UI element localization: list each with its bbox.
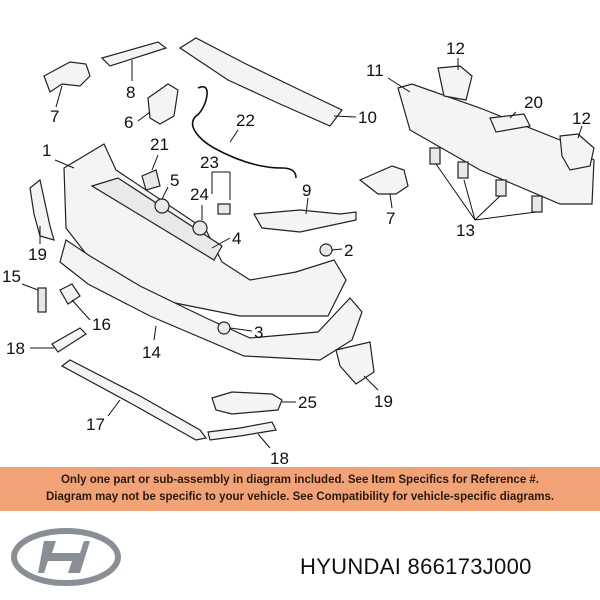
callout-7-right: 7 (386, 209, 395, 228)
callout-22: 22 (236, 111, 255, 130)
part-5-sensor (154, 198, 170, 214)
callout-16: 16 (92, 315, 111, 334)
callout-5: 5 (170, 171, 179, 190)
part-caption: HYUNDAI 866173J000 (300, 554, 532, 580)
callout-15: 15 (2, 267, 21, 286)
part-4-step-plate (90, 177, 223, 261)
callout-1: 1 (42, 141, 51, 160)
part-18-strip-left (51, 327, 87, 353)
disclaimer-line-1: Only one part or sub-assembly in diagram… (60, 474, 540, 486)
part-number: 866173J000 (407, 554, 532, 579)
brand-name: HYUNDAI (300, 554, 402, 579)
part-8-bracket (100, 41, 168, 67)
part-22-harness (191, 85, 297, 179)
part-24-sensor (192, 220, 208, 236)
part-9-reinforcement (253, 209, 357, 233)
part-13-clip (495, 179, 507, 197)
callout-6: 6 (124, 113, 133, 132)
hyundai-logo (11, 528, 121, 586)
callout-7-left: 7 (50, 107, 59, 126)
callout-19-right: 19 (374, 392, 393, 411)
part-3-screw (217, 321, 231, 335)
part-7-bracket-left (43, 61, 91, 93)
part-25-reflector (211, 391, 283, 415)
callout-numbers: 1 2 3 4 5 6 7 7 8 9 10 11 12 12 13 14 15… (2, 39, 591, 465)
callout-23: 23 (200, 153, 219, 172)
bumper-parts-diagram: 1 2 3 4 5 6 7 7 8 9 10 11 12 12 13 14 15… (2, 37, 595, 465)
part-13-clip (457, 161, 469, 179)
part-10-absorber (178, 37, 343, 127)
part-12-bracket-top (437, 65, 473, 101)
callout-13: 13 (456, 221, 475, 240)
disclaimer-banner: Only one part or sub-assembly in diagram… (0, 467, 600, 511)
part-19-flap-right (335, 341, 375, 385)
callout-24: 24 (190, 185, 209, 204)
part-2-screw (319, 243, 333, 257)
callout-18-left: 18 (6, 339, 25, 358)
part-17-lower-strip (60, 359, 208, 441)
part-15-bolt (37, 287, 47, 313)
part-16-plate (59, 283, 81, 305)
callout-11: 11 (366, 61, 384, 80)
callout-18-right: 18 (270, 449, 289, 465)
callout-20: 20 (524, 93, 543, 112)
part-12-bracket-right (559, 133, 595, 171)
callout-8: 8 (126, 83, 135, 102)
callout-2: 2 (344, 241, 353, 260)
callout-21: 21 (150, 135, 169, 154)
leader-lines (21, 58, 583, 449)
part-13-clip (531, 195, 543, 213)
callout-12-right: 12 (572, 109, 591, 128)
callout-9: 9 (302, 181, 311, 200)
callout-25: 25 (298, 393, 317, 412)
callout-19-left: 19 (28, 245, 47, 264)
callout-12-top: 12 (446, 39, 465, 58)
part-18-strip-right (207, 421, 277, 441)
part-6-bracket (147, 83, 179, 125)
callout-14: 14 (142, 343, 161, 362)
part-13-clip (429, 147, 441, 165)
part-23-sensor (217, 203, 231, 215)
part-14-lower-bumper (59, 239, 363, 361)
callout-10: 10 (358, 108, 377, 127)
disclaimer-line-2: Diagram may not be specific to your vehi… (45, 491, 555, 503)
part-21-sensor (141, 169, 161, 191)
callout-4: 4 (232, 229, 241, 248)
callout-17: 17 (86, 415, 105, 434)
callout-3: 3 (254, 323, 263, 342)
part-19-corner-left (29, 178, 55, 241)
part-7-bracket-right (358, 165, 409, 195)
